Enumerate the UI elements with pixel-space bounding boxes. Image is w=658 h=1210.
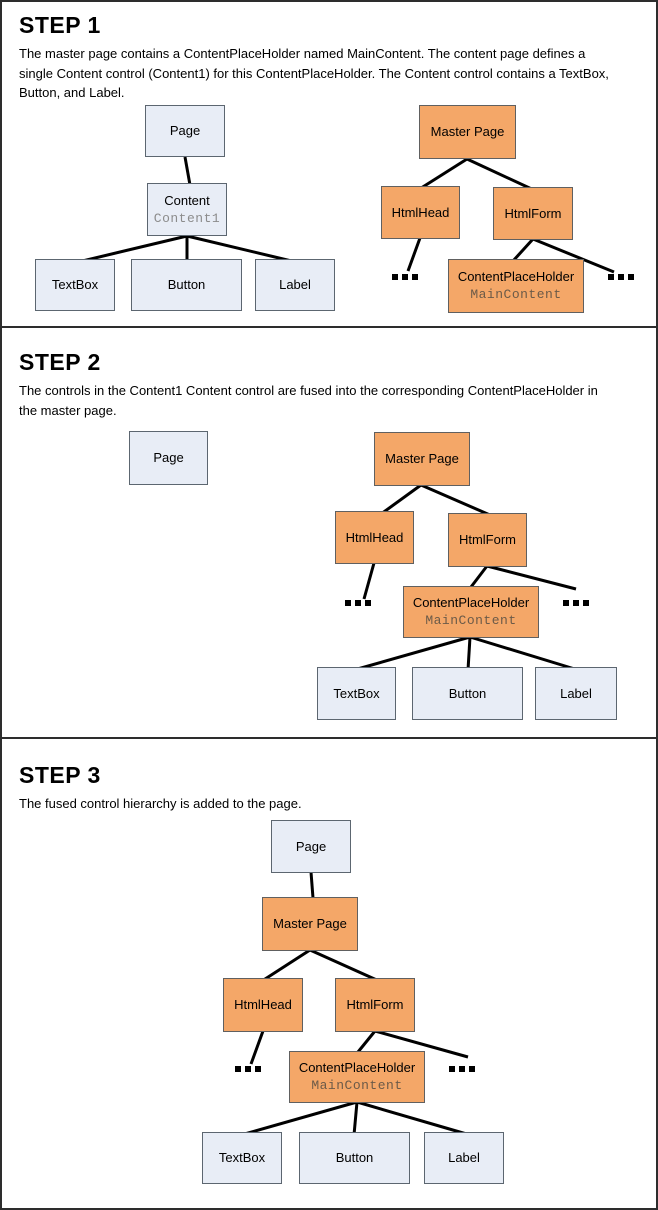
node-sublabel: Content1 (153, 210, 221, 226)
node-label-control: Label (424, 1132, 504, 1184)
node-label: ContentPlaceHolder (298, 1060, 416, 1075)
step-title: STEP 3 (19, 762, 101, 788)
node-sublabel: MainContent (311, 1078, 403, 1093)
ellipsis-dot (563, 600, 569, 606)
panel-step-2: STEP 2 The controls in the Content1 Cont… (2, 326, 656, 737)
step-description: The master page contains a ContentPlaceH… (19, 46, 609, 100)
node-label: ContentPlaceHolder (412, 595, 530, 610)
ellipsis-dot (449, 1066, 455, 1072)
node-label-control: Label (255, 259, 335, 311)
node-content-placeholder: ContentPlaceHolder MainContent (403, 586, 539, 638)
node-html-form: HtmlForm (335, 978, 415, 1032)
node-page: Page (129, 431, 208, 485)
node-page: Page (145, 105, 225, 157)
ellipsis-dot (255, 1066, 261, 1072)
node-button: Button (412, 667, 523, 720)
node-sublabel: MainContent (425, 613, 517, 628)
ellipsis-icon (235, 1066, 261, 1072)
node-html-head: HtmlHead (381, 186, 460, 239)
ellipsis-icon (392, 274, 418, 280)
ellipsis-dot (402, 274, 408, 280)
ellipsis-dot (392, 274, 398, 280)
node-master-page: Master Page (374, 432, 470, 486)
ellipsis-dot (365, 600, 371, 606)
node-html-head: HtmlHead (335, 511, 414, 564)
ellipsis-dot (583, 600, 589, 606)
step-title: STEP 2 (19, 349, 101, 375)
ellipsis-dot (412, 274, 418, 280)
ellipsis-dot (618, 274, 624, 280)
ellipsis-dot (355, 600, 361, 606)
ellipsis-dot (245, 1066, 251, 1072)
ellipsis-icon (608, 274, 634, 280)
node-label: Content (164, 192, 210, 208)
node-textbox: TextBox (202, 1132, 282, 1184)
step-description: The fused control hierarchy is added to … (19, 796, 302, 811)
step-title: STEP 1 (19, 12, 101, 38)
node-sublabel: MainContent (470, 287, 562, 302)
node-content-placeholder: ContentPlaceHolder MainContent (289, 1051, 425, 1103)
node-label: ContentPlaceHolder (457, 269, 575, 284)
node-button: Button (131, 259, 242, 311)
node-textbox: TextBox (35, 259, 115, 311)
node-textbox: TextBox (317, 667, 396, 720)
ellipsis-dot (459, 1066, 465, 1072)
ellipsis-icon (449, 1066, 475, 1072)
panel-step-3: STEP 3 The fused control hierarchy is ad… (2, 737, 656, 1208)
ellipsis-dot (628, 274, 634, 280)
panel-step-1: STEP 1 The master page contains a Conten… (2, 2, 656, 326)
ellipsis-dot (345, 600, 351, 606)
step-description: The controls in the Content1 Content con… (19, 383, 598, 418)
node-master-page: Master Page (262, 897, 358, 951)
ellipsis-dot (573, 600, 579, 606)
node-page: Page (271, 820, 351, 873)
ellipsis-dot (469, 1066, 475, 1072)
ellipsis-dot (608, 274, 614, 280)
node-label-control: Label (535, 667, 617, 720)
ellipsis-dot (235, 1066, 241, 1072)
node-html-form: HtmlForm (448, 513, 527, 567)
node-content-placeholder: ContentPlaceHolder MainContent (448, 259, 584, 313)
node-button: Button (299, 1132, 410, 1184)
node-html-head: HtmlHead (223, 978, 303, 1032)
node-content: Content Content1 (147, 183, 227, 236)
node-master-page: Master Page (419, 105, 516, 159)
ellipsis-icon (345, 600, 371, 606)
node-html-form: HtmlForm (493, 187, 573, 240)
ellipsis-icon (563, 600, 589, 606)
